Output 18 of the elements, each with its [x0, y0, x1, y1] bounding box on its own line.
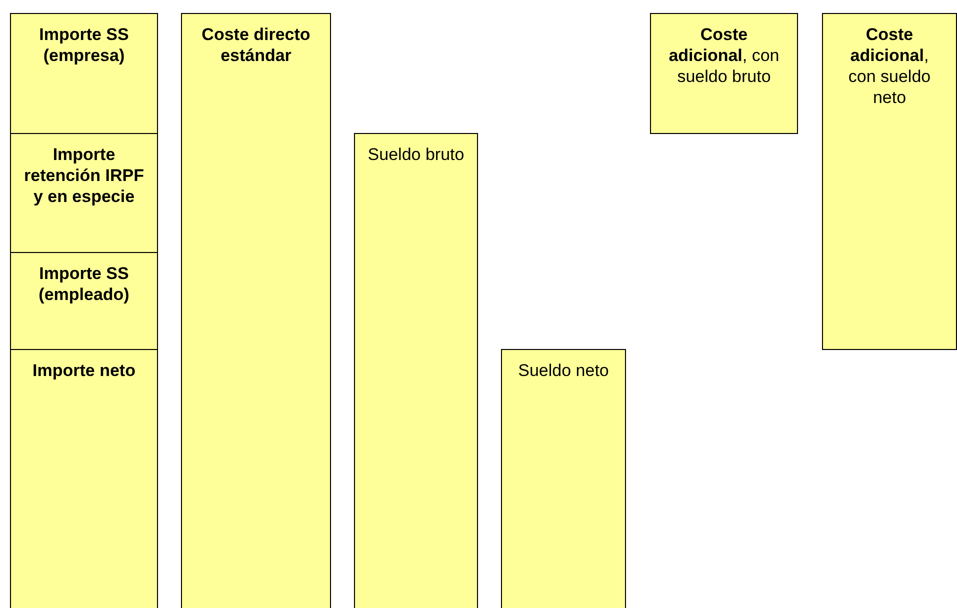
box-label: Sueldo bruto [368, 144, 464, 165]
stacked-box [181, 13, 331, 608]
box-label: Coste adicional, con sueldo bruto [668, 24, 780, 87]
box-label: Importe neto [32, 360, 136, 381]
stacked-box [354, 133, 478, 608]
box-label: Coste directo estándar [200, 24, 312, 66]
stacked-box [822, 13, 957, 350]
box-label: Importe SS (empleado) [38, 263, 130, 305]
box-label: Importe SS (empresa) [38, 24, 130, 66]
stacked-box [501, 349, 626, 608]
stacked-box [10, 133, 158, 253]
box-label: Importe retención IRPF y en especie [23, 144, 145, 207]
stacked-box [10, 13, 158, 134]
stacked-box [10, 349, 158, 608]
stacked-box [650, 13, 798, 134]
box-label: Sueldo neto [518, 360, 609, 381]
stacked-box [10, 252, 158, 350]
box-label: Coste adicional, con sueldo neto [847, 24, 932, 108]
